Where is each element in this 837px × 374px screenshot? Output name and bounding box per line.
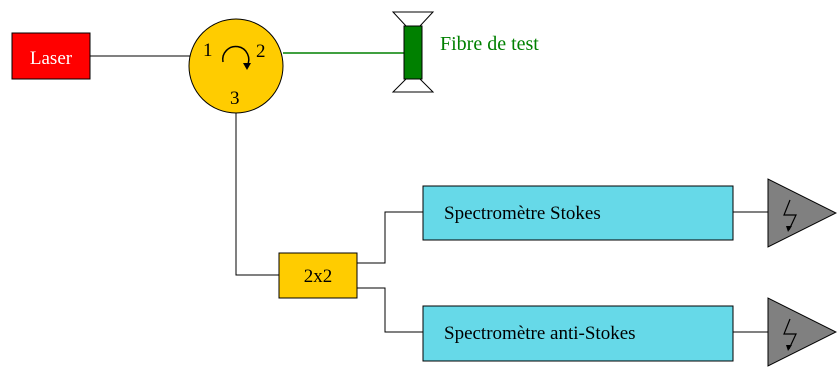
coupler-to-stokes-line: [357, 211, 423, 264]
circulator-port-2: 2: [256, 41, 266, 62]
test-fiber-label: Fibre de test: [440, 33, 539, 55]
circulation-arrow-icon: [222, 45, 250, 67]
spool-fiber-winding: [403, 25, 423, 80]
coupler-box: [278, 252, 358, 299]
stokes-lightning-icon: [783, 199, 797, 231]
stokes-spectrometer-label: Spectromètre Stokes: [444, 203, 601, 224]
stokes-spectrometer-box: [422, 185, 734, 241]
circulation-arrowhead-icon: [243, 63, 251, 70]
stokes-lightning-arrowhead-icon: [786, 226, 792, 232]
antistokes-lightning-icon: [783, 318, 797, 350]
spool-top-flange: [391, 11, 435, 27]
laser-label: Laser: [30, 48, 73, 69]
antistokes-spectrometer-label: Spectromètre anti-Stokes: [444, 323, 636, 344]
coupler-to-antistokes-line: [357, 287, 423, 333]
antistokes-spectrometer-box: [422, 305, 734, 362]
stokes-detector-triangle: [767, 178, 837, 248]
circulator-port-1: 1: [203, 40, 213, 61]
stokes-photodetector-icon: [767, 178, 837, 248]
antistokes-photodetector-icon: [767, 297, 837, 367]
circulator-to-coupler-line: [235, 103, 279, 276]
test-fiber-spool: Fibre de test: [391, 11, 539, 93]
laser-box: [11, 32, 91, 80]
circulator-port-3: 3: [230, 88, 240, 109]
antistokes-spectrometer: Spectromètre anti-Stokes: [422, 305, 734, 362]
spool-bottom-flange: [391, 78, 435, 93]
antistokes-detector-triangle: [767, 297, 837, 367]
coupler-label: 2x2: [304, 266, 333, 287]
stokes-spectrometer: Spectromètre Stokes: [422, 185, 734, 241]
circulator: 1 2 3: [188, 18, 284, 114]
coupler-2x2: 2x2: [278, 252, 358, 299]
antistokes-lightning-arrowhead-icon: [786, 345, 792, 351]
circulator-body: [188, 18, 284, 114]
laser-source: Laser: [11, 32, 91, 80]
